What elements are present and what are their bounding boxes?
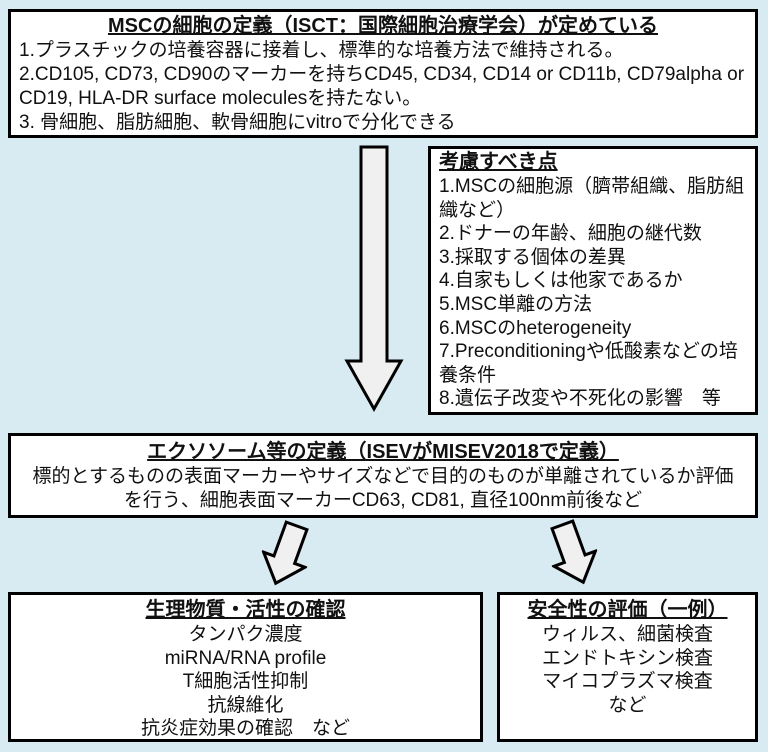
safety-item-3: マイコプラズマ検査 [542,671,713,692]
exosome-definition-box: エクソソーム等の定義（ISEVがMISEV2018で定義） 標的とするものの表面… [8,433,758,518]
considerations-item-5: 5.MSC単離の方法 [439,293,593,315]
exosome-definition-body: 標的とするものの表面マーカーやサイズなどで目的のものが単離されているか評価を行う… [32,466,734,511]
considerations-item-3: 3.採取する個体の差異 [439,246,626,268]
bioactivity-item-4: 抗線維化 [207,694,284,716]
msc-definition-item-2: 2.CD105, CD73, CD90のマーカーを持ちCD45, CD34, C… [19,64,745,109]
considerations-box: 考慮すべき点 1.MSCの細胞源（臍帯組織、脂肪組織など） 2.ドナーの年齢、細… [428,146,758,415]
msc-definition-item-1: 1.プラスチックの培養容器に接着し、標準的な培養方法で維持される。 [19,40,624,61]
safety-item-4: など [608,694,647,716]
down-right-arrow-icon [550,519,598,585]
msc-definition-item-3: 3. 骨細胞、脂肪細胞、軟骨細胞にvitroで分化できる [19,112,456,133]
considerations-item-8: 8.遺伝子改変や不死化の影響 等 [439,388,721,410]
considerations-item-4: 4.自家もしくは他家であるか [439,270,683,292]
safety-item-2: エンドトキシン検査 [541,647,713,669]
safety-evaluation-box: 安全性の評価（一例） ウィルス、細菌検査 エンドトキシン検査 マイコプラズマ検査… [497,592,758,742]
down-left-arrow-icon [261,520,309,586]
bioactivity-box: 生理物質・活性の確認 タンパク濃度 miRNA/RNA profile T細胞活… [8,592,483,742]
bioactivity-item-3: T細胞活性抑制 [182,671,309,692]
considerations-item-2: 2.ドナーの年齢、細胞の継代数 [439,223,702,245]
bioactivity-item-1: タンパク濃度 [188,624,303,645]
msc-definition-title: MSCの細胞の定義（ISCT：国際細胞治療学会）が定めている [108,15,658,37]
considerations-item-1: 1.MSCの細胞源（臍帯組織、脂肪組織など） [439,176,745,221]
considerations-item-6: 6.MSCのheterogeneity [439,317,632,339]
down-arrow-icon [344,145,404,413]
safety-item-1: ウィルス、細菌検査 [541,624,713,645]
msc-definition-box: MSCの細胞の定義（ISCT：国際細胞治療学会）が定めている 1.プラスチックの… [8,9,758,138]
considerations-item-7: 7.Preconditioningや低酸素などの培養条件 [439,341,738,386]
bioactivity-title: 生理物質・活性の確認 [145,599,346,621]
bioactivity-item-2: miRNA/RNA profile [164,647,327,669]
exosome-definition-title: エクソソーム等の定義（ISEVがMISEV2018で定義） [147,441,619,463]
bioactivity-item-5: 抗炎症効果の確認 など [140,718,350,739]
considerations-title: 考慮すべき点 [439,151,558,173]
safety-evaluation-title: 安全性の評価（一例） [527,599,728,621]
